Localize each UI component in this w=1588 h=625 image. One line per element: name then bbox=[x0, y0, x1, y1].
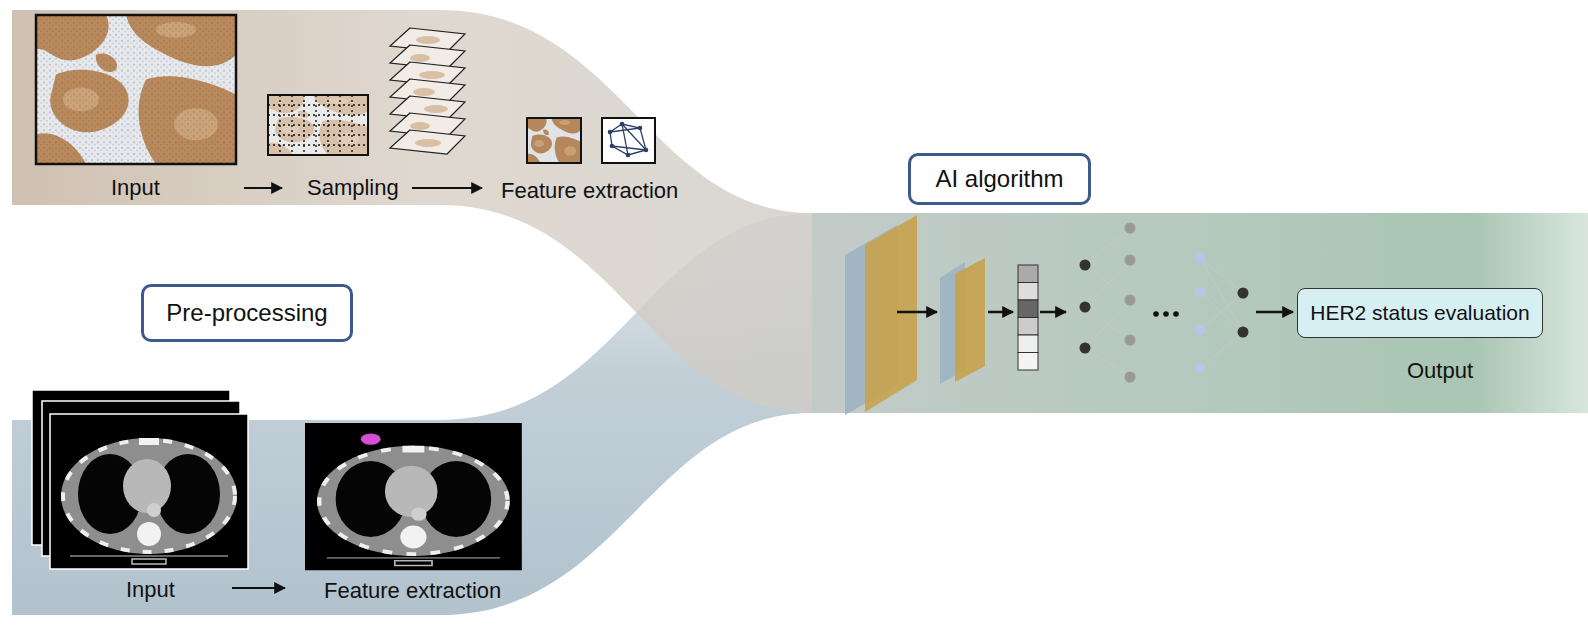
caption-label: Input bbox=[111, 175, 160, 200]
process-box: AI algorithm bbox=[908, 153, 1091, 205]
process-box: HER2 status evaluation bbox=[1297, 288, 1543, 338]
caption-label: Feature extraction bbox=[324, 578, 501, 603]
box-text: HER2 status evaluation bbox=[1310, 301, 1529, 325]
process-box: Pre-processing bbox=[141, 284, 353, 342]
caption-label: Sampling bbox=[307, 175, 399, 200]
caption-label: Output bbox=[1407, 358, 1473, 383]
box-text: AI algorithm bbox=[935, 165, 1063, 193]
caption-label: Input bbox=[126, 577, 175, 602]
caption-label: Feature extraction bbox=[501, 178, 678, 203]
box-text: Pre-processing bbox=[166, 299, 327, 327]
